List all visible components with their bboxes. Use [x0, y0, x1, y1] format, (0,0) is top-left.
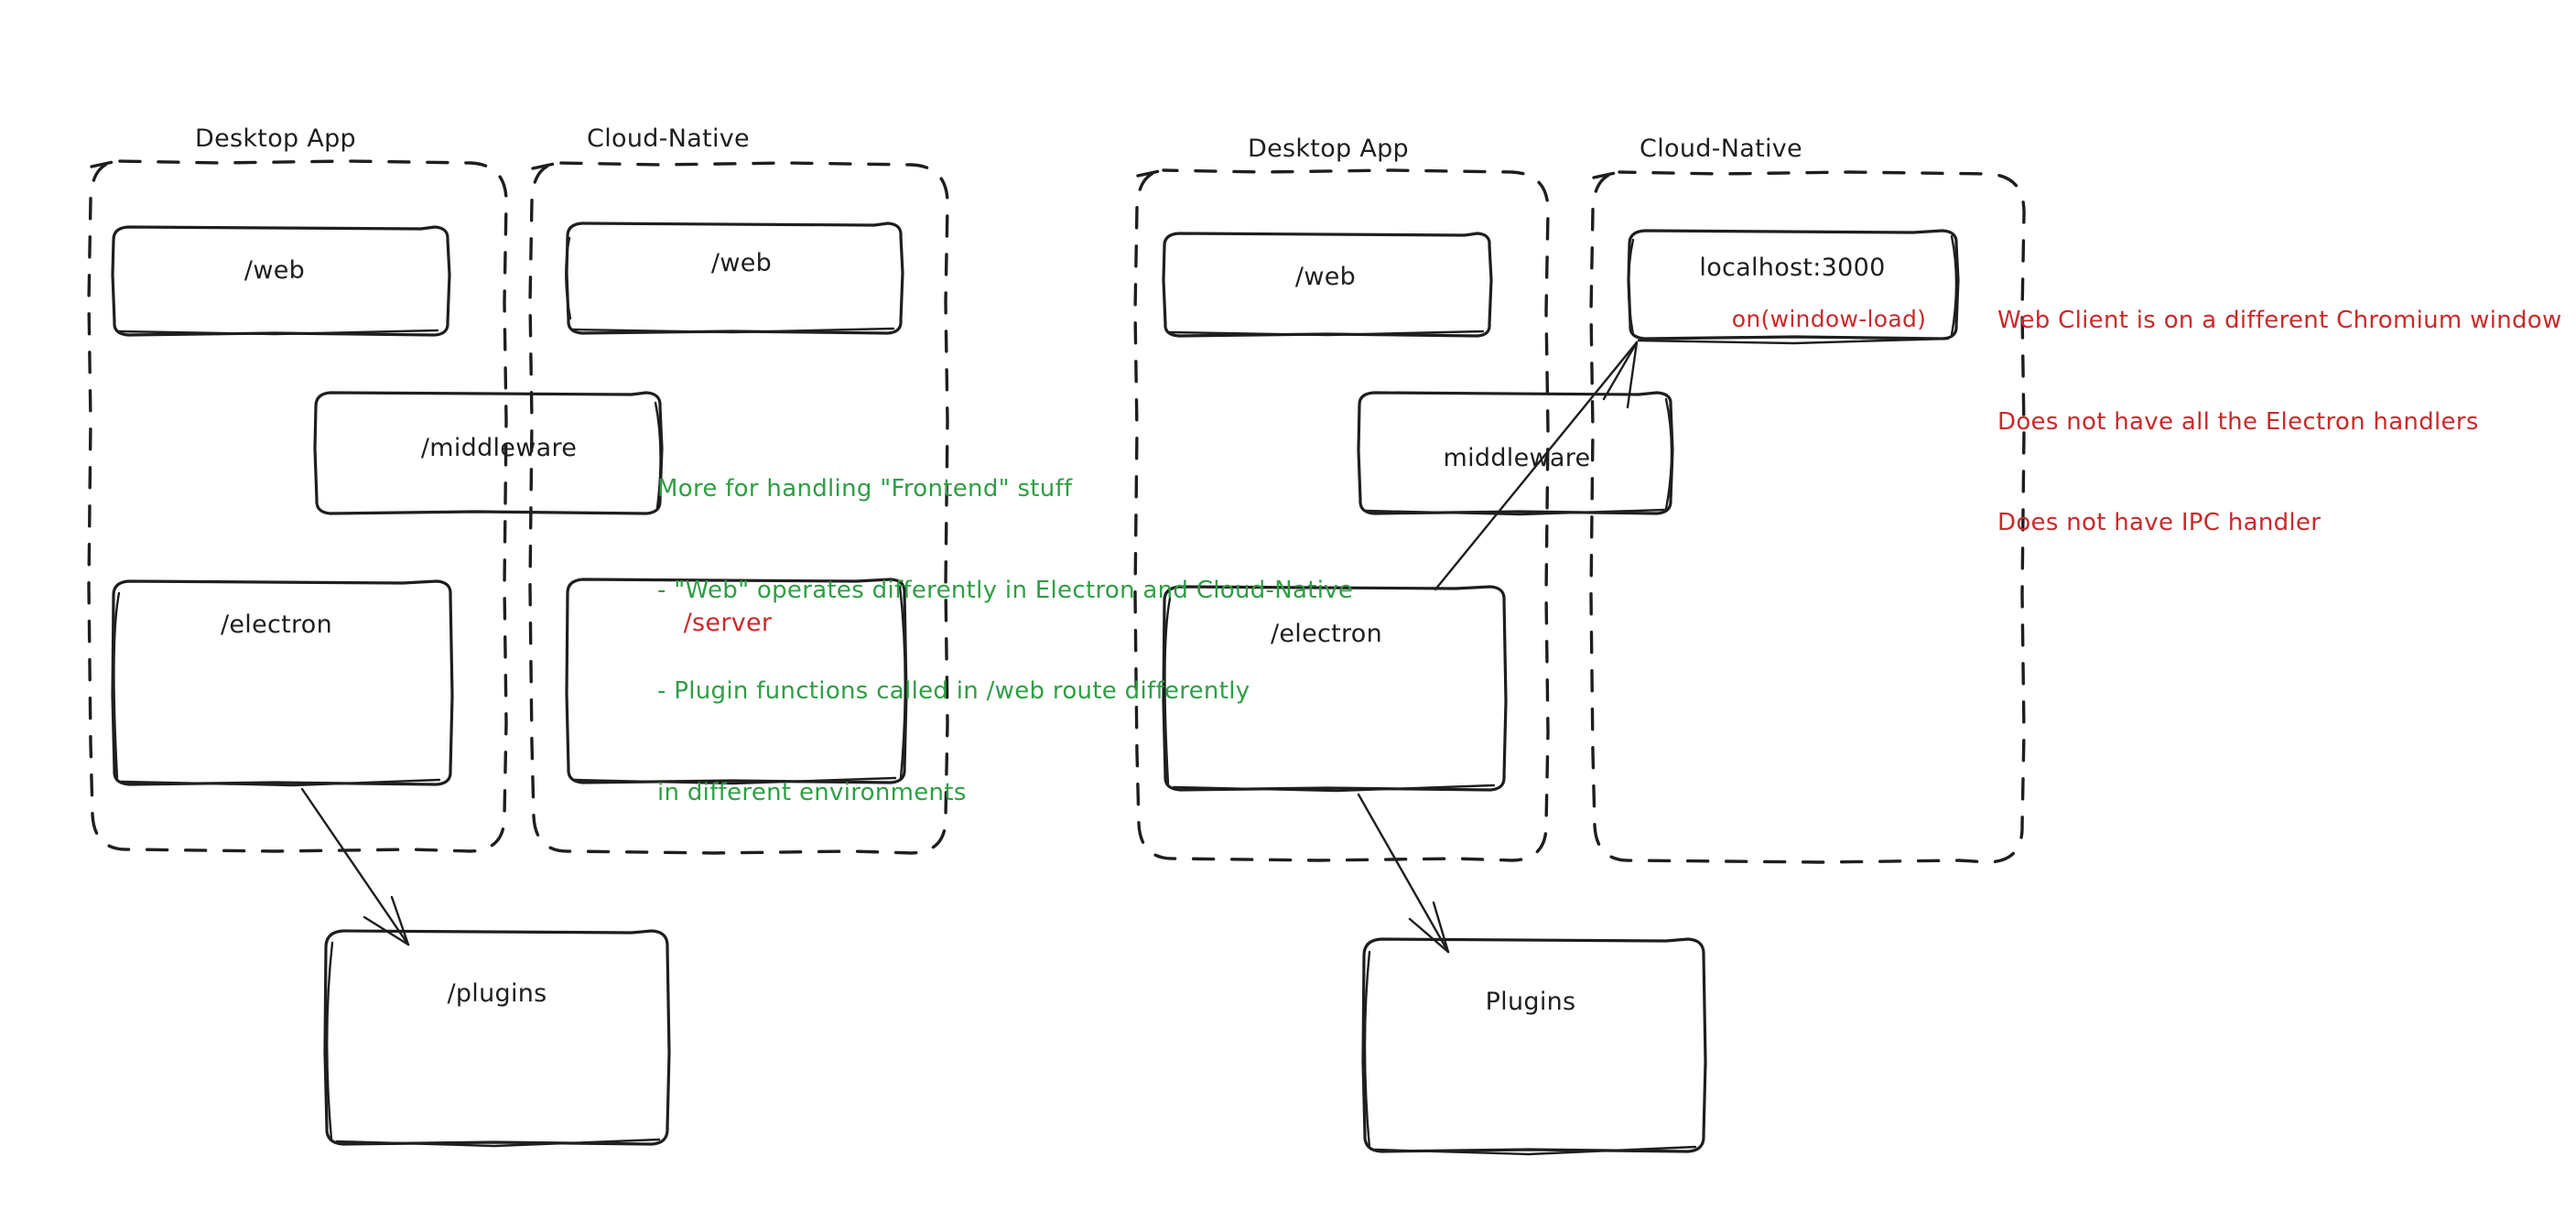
note-green-line-2: - "Web" operates differently in Electron… [657, 576, 1354, 604]
group-title-right-desktop: Desktop App [1248, 135, 1409, 163]
group-outline-left-cloud [528, 161, 949, 855]
node-label-right-desktop-web: /web [1294, 263, 1357, 291]
node-box-right-electron [1162, 585, 1508, 793]
note-red-line-1: Web Client is on a different Chromium wi… [1997, 306, 2562, 334]
group-title-left-desktop: Desktop App [195, 124, 356, 153]
note-green-line-4: in different environments [657, 778, 967, 806]
node-label-left-plugins: /plugins [447, 979, 547, 1008]
node-box-left-middleware [313, 391, 664, 515]
group-outline-right-desktop [1133, 168, 1550, 862]
node-label-left-middleware: /middleware [420, 434, 578, 462]
node-label-right-localhost: localhost:3000 [1699, 254, 1886, 282]
note-red-line-2: Does not have all the Electron handlers [1997, 407, 2479, 436]
note-green-line-3: - Plugin functions called in /web route … [657, 677, 1250, 706]
node-box-left-desktop-web [111, 225, 451, 337]
node-box-right-plugins [1361, 937, 1707, 1156]
node-sublabel-right-localhost-onload: on(window-load) [1731, 306, 1927, 332]
node-label-right-electron: /electron [1270, 620, 1383, 648]
note-red-line-3: Does not have IPC handler [1997, 509, 2322, 537]
note-green-frontend: More for handling "Frontend" stuff - "We… [657, 405, 1353, 878]
arrow-right-electron-to-localhost [1434, 340, 1639, 591]
note-green-line-1: More for handling "Frontend" stuff [657, 474, 1073, 503]
node-box-right-desktop-web [1162, 232, 1493, 338]
node-box-left-server [565, 578, 908, 785]
node-box-left-electron [111, 579, 454, 787]
node-box-left-plugins [323, 929, 671, 1148]
node-label-left-desktop-web: /web [244, 256, 306, 285]
node-label-left-server: /server [683, 609, 773, 637]
group-title-right-cloud: Cloud-Native [1640, 135, 1802, 163]
node-label-right-middleware: middleware [1443, 444, 1591, 472]
node-box-right-middleware [1357, 391, 1674, 516]
arrow-left-electron-to-plugins [300, 787, 410, 946]
node-label-left-cloud-web: /web [710, 249, 773, 277]
node-label-right-plugins: Plugins [1485, 988, 1576, 1016]
group-title-left-cloud: Cloud-Native [587, 124, 750, 153]
group-outline-left-desktop [87, 159, 508, 853]
node-label-left-electron: /electron [220, 611, 333, 639]
group-outline-right-cloud [1589, 170, 2026, 864]
node-box-left-cloud-web [565, 222, 904, 335]
arrow-right-electron-to-plugins [1357, 793, 1450, 954]
node-box-right-localhost [1627, 229, 1960, 345]
note-red-web-client: Web Client is on a different Chromium wi… [1997, 236, 2562, 608]
